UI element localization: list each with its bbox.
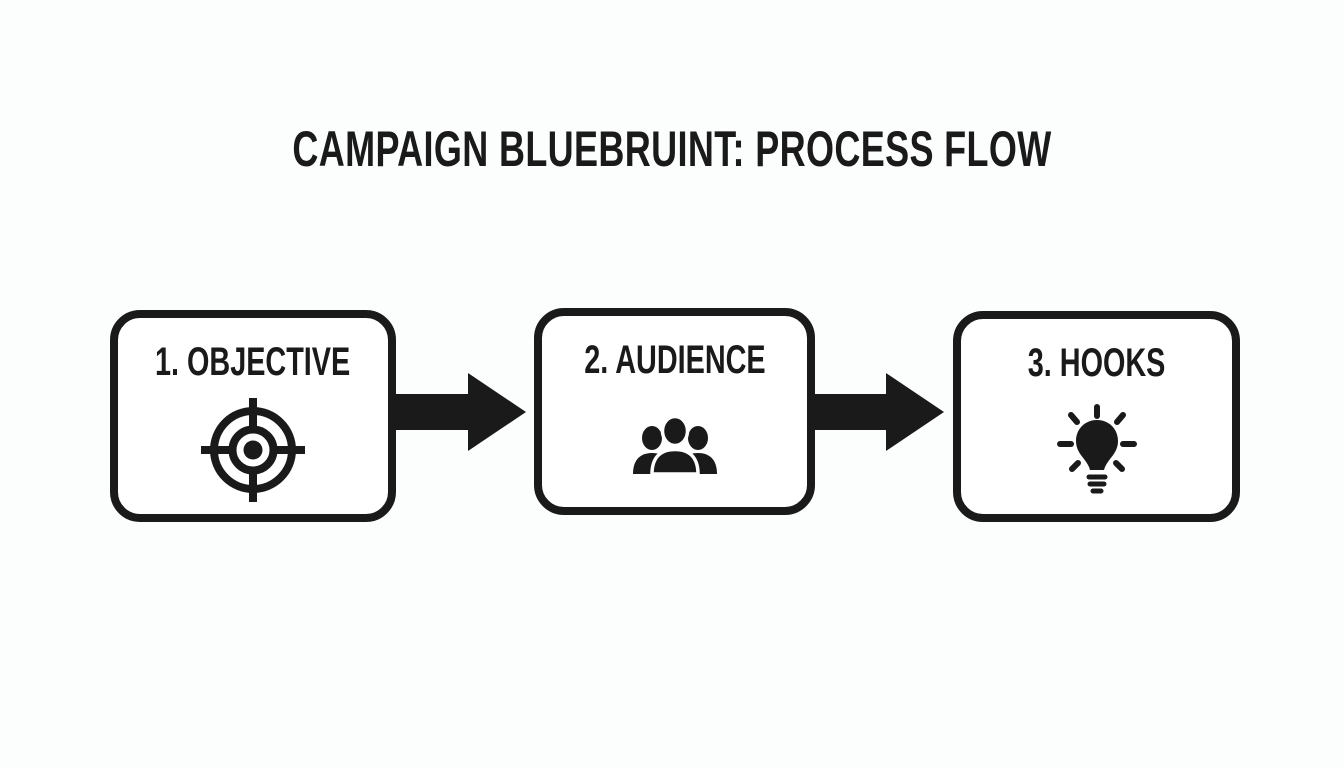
- step-box-objective: 1. OBJECTIVE: [110, 310, 396, 522]
- step-icon-wrap: [118, 385, 388, 514]
- diagram-title: CAMPAIGN BLUEBRUINT: PROCESS FLOW: [292, 121, 1052, 177]
- lightbulb-icon: [1056, 404, 1137, 494]
- step-box-hooks: 3. HOOKS: [953, 311, 1240, 522]
- step-label-objective: 1. OBJECTIVE: [155, 340, 351, 384]
- target-icon: [201, 397, 305, 502]
- people-group-icon: [632, 416, 717, 474]
- step-icon-wrap: [961, 386, 1232, 514]
- step-icon-wrap: [542, 383, 807, 507]
- step-label-audience: 2. AUDIENCE: [583, 338, 766, 382]
- arrow-right-icon: [812, 373, 944, 451]
- step-box-audience: 2. AUDIENCE: [534, 308, 815, 515]
- arrow-right-icon: [394, 373, 526, 451]
- step-label-hooks: 3. HOOKS: [1027, 341, 1166, 385]
